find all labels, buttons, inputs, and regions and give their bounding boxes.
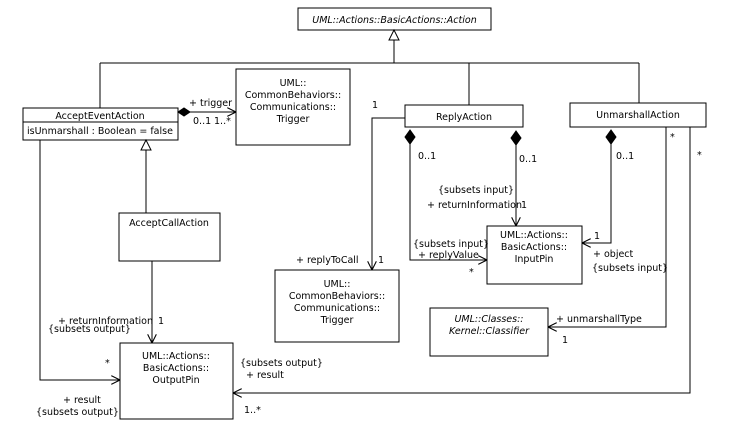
action-class[interactable]: UML::Actions::BasicActions::Action [297, 7, 492, 31]
return-information-role: + returnInformation [427, 200, 522, 211]
reply-action-compositions: 0..1 {subsets input} + replyValue * 0..1… [404, 129, 537, 278]
trigger-role-label: + trigger [189, 98, 232, 109]
unmarshall-action-name: UnmarshallAction [596, 110, 680, 121]
input-pin-line-2: BasicActions:: [501, 242, 567, 253]
trigger-bottom-line-4: Trigger [320, 315, 354, 326]
object-role: + object [593, 249, 634, 260]
return-information-mult: 1 [521, 200, 527, 211]
unmarshall-type-mult-top: * [670, 132, 675, 143]
accept-result-mult: * [105, 358, 110, 369]
trigger-association: + trigger 0..1 1..* [177, 98, 236, 127]
is-unmarshall-attribute: isUnmarshall : Boolean = false [27, 126, 173, 137]
trigger-bottom-line-1: UML:: [324, 279, 351, 290]
trigger-top-line-2: CommonBehaviors:: [245, 90, 341, 101]
reply-to-call-mult-top: 1 [372, 100, 378, 111]
call-return-information-mult: 1 [158, 316, 164, 327]
unmarshall-type-mult-bottom: 1 [562, 335, 568, 346]
output-pin-line-1: UML::Actions:: [142, 351, 210, 362]
unmarshall-action-class[interactable]: UnmarshallAction [569, 102, 707, 128]
trigger-top-line-1: UML:: [280, 78, 307, 89]
accept-call-action-name: AcceptCallAction [129, 218, 209, 229]
reply-action-class[interactable]: ReplyAction [404, 104, 524, 128]
unmarshall-result-association: * {subsets output} + result 1..* [233, 127, 702, 416]
reply-value-comp-mult: 0..1 [418, 151, 436, 162]
reply-action-name: ReplyAction [436, 112, 492, 123]
accept-call-generalization [140, 138, 152, 213]
input-pin-line-1: UML::Actions:: [500, 230, 568, 241]
call-return-information-subsets: {subsets output} [48, 324, 131, 335]
accept-call-action-class[interactable]: AcceptCallAction [118, 212, 221, 262]
trigger-top-line-3: Communications:: [250, 102, 336, 113]
trigger-class-bottom[interactable]: UML:: CommonBehaviors:: Communications::… [274, 269, 400, 343]
action-class-name: UML::Actions::BasicActions::Action [312, 15, 476, 26]
trigger-composition-diamond [177, 107, 191, 117]
trigger-mult-near: 0..1 [193, 116, 211, 127]
object-composition-diamond [605, 129, 617, 145]
input-pin-class[interactable]: UML::Actions:: BasicActions:: InputPin [486, 225, 583, 285]
reply-value-role: + replyValue [418, 250, 479, 261]
trigger-top-line-4: Trigger [276, 114, 310, 125]
classifier-class[interactable]: UML::Classes:: Kernel::Classifier [429, 307, 549, 357]
reply-value-composition-diamond [404, 129, 416, 145]
reply-to-call-role: + replyToCall [296, 255, 359, 266]
accept-event-action-class[interactable]: AcceptEventAction isUnmarshall : Boolean… [22, 107, 179, 141]
object-comp-mult: 0..1 [616, 151, 634, 162]
reply-value-subsets: {subsets input} [413, 239, 489, 250]
accept-result-association: * + result {subsets output} [36, 140, 120, 418]
classifier-line-1: UML::Classes:: [454, 314, 523, 325]
unmarshall-type-role: + unmarshallType [556, 314, 642, 325]
reply-to-call-mult-bottom: 1 [378, 255, 384, 266]
output-pin-line-3: OutputPin [152, 375, 199, 386]
unmarshall-result-subsets: {subsets output} [240, 358, 323, 369]
trigger-class-top[interactable]: UML:: CommonBehaviors:: Communications::… [235, 68, 351, 146]
accept-result-role: + result [63, 395, 101, 406]
unmarshall-result-mult-top: * [697, 150, 702, 161]
object-mult: 1 [594, 231, 600, 242]
object-subsets: {subsets input} [592, 263, 668, 274]
output-pin-class[interactable]: UML::Actions:: BasicActions:: OutputPin [119, 342, 234, 420]
trigger-mult-far: 1..* [214, 116, 231, 127]
trigger-bottom-line-2: CommonBehaviors:: [289, 291, 385, 302]
return-information-subsets: {subsets input} [438, 185, 514, 196]
reply-to-call-association: 1 + replyToCall 1 [296, 100, 405, 270]
output-pin-line-2: BasicActions:: [143, 363, 209, 374]
call-return-information-role: + returnInformation [58, 316, 153, 327]
generalization-triangle-accept-event [140, 138, 152, 151]
accept-result-subsets: {subsets output} [36, 407, 119, 418]
return-information-comp-mult: 0..1 [519, 154, 537, 165]
call-return-information-association: + returnInformation {subsets output} 1 [48, 261, 164, 343]
unmarshall-result-mult-bottom: 1..* [244, 405, 261, 416]
reply-value-mult: * [469, 267, 474, 278]
input-pin-line-3: InputPin [515, 254, 554, 265]
object-composition: 0..1 1 + object {subsets input} [582, 129, 668, 274]
trigger-bottom-line-3: Communications:: [294, 303, 380, 314]
unmarshall-type-association: * + unmarshallType 1 [548, 127, 675, 346]
classifier-line-2: Kernel::Classifier [449, 326, 530, 337]
return-information-composition-diamond [510, 130, 522, 146]
accept-event-action-name: AcceptEventAction [55, 111, 144, 122]
generalization-triangle-action [388, 28, 400, 41]
unmarshall-result-role: + result [246, 370, 284, 381]
generalization-hierarchy [99, 28, 640, 108]
